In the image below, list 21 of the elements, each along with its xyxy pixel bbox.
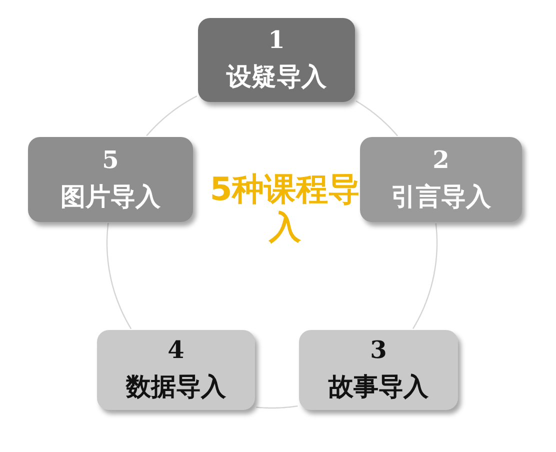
number-label: 4 xyxy=(168,335,184,365)
number-label: 5 xyxy=(102,144,119,174)
topic-label: 图片导入 xyxy=(60,180,160,212)
topic-box xyxy=(360,137,522,222)
topic-box xyxy=(299,330,458,410)
topic-box xyxy=(97,330,255,410)
topic-label: 数据导入 xyxy=(126,371,226,403)
topic-label: 故事导入 xyxy=(328,371,428,403)
topic-box xyxy=(198,18,355,102)
topic-box xyxy=(28,137,193,222)
center-title: 5种课程导入 xyxy=(208,170,362,246)
topic-label: 引言导入 xyxy=(391,180,491,212)
ring-connector xyxy=(106,222,132,330)
ring-connector xyxy=(256,405,298,409)
ring-connector xyxy=(412,223,438,330)
number-label: 3 xyxy=(370,335,387,365)
ring-connector xyxy=(146,96,198,136)
number-label: 2 xyxy=(432,144,450,174)
number-label: 1 xyxy=(268,25,285,55)
ring-connector xyxy=(356,100,398,136)
topic-label: 设疑导入 xyxy=(226,61,326,93)
